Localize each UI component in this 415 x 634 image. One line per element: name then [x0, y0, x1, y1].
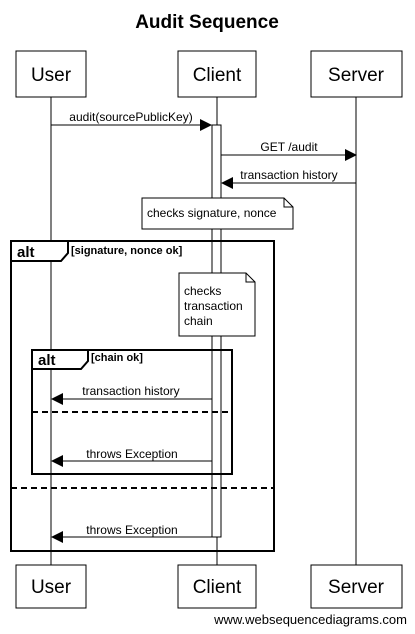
message-transaction-history-to-user: transaction history — [51, 384, 212, 405]
participant-server-label: Server — [328, 577, 385, 598]
participant-user-label: User — [31, 577, 72, 598]
note-text: checks signature, nonce — [147, 206, 277, 220]
message-label: throws Exception — [86, 523, 177, 537]
participant-server-bottom: Server — [310, 564, 403, 609]
alt-fragment-outer: alt [signature, nonce ok] — [10, 240, 275, 552]
participant-user-label: User — [31, 65, 72, 86]
participant-client-bottom: Client — [177, 564, 257, 609]
fragment-keyword: alt — [38, 352, 56, 369]
note-checks-chain: checks transaction chain — [178, 272, 256, 337]
alt-fragment-inner: alt [chain ok] — [31, 349, 233, 475]
participant-server-top: Server — [310, 50, 403, 98]
message-label: transaction history — [240, 168, 337, 182]
watermark-text: www.websequencediagrams.com — [213, 612, 407, 627]
message-audit: audit(sourcePublicKey) — [51, 110, 212, 131]
participant-user-top: User — [15, 50, 87, 98]
participant-client-label: Client — [193, 65, 242, 86]
message-label: GET /audit — [260, 140, 318, 154]
fragment-guard: [chain ok] — [91, 352, 143, 364]
message-label: transaction history — [82, 384, 179, 398]
note-line: transaction — [184, 299, 243, 313]
participant-server-label: Server — [328, 65, 385, 86]
participant-client-top: Client — [177, 50, 257, 98]
message-label: throws Exception — [86, 447, 177, 461]
note-line: chain — [184, 314, 213, 328]
note-line: checks — [184, 284, 221, 298]
message-throws-exception-outer: throws Exception — [51, 523, 212, 543]
note-checks-signature: checks signature, nonce — [141, 197, 294, 230]
participant-user-bottom: User — [15, 564, 87, 609]
participant-client-label: Client — [193, 577, 242, 598]
message-get-audit: GET /audit — [221, 140, 357, 161]
message-throws-exception-inner: throws Exception — [51, 447, 212, 467]
diagram-title: Audit Sequence — [135, 12, 279, 33]
message-transaction-history-reply: transaction history — [221, 168, 356, 189]
fragment-keyword: alt — [17, 244, 35, 261]
message-label: audit(sourcePublicKey) — [69, 110, 192, 124]
fragment-guard: [signature, nonce ok] — [71, 245, 183, 257]
